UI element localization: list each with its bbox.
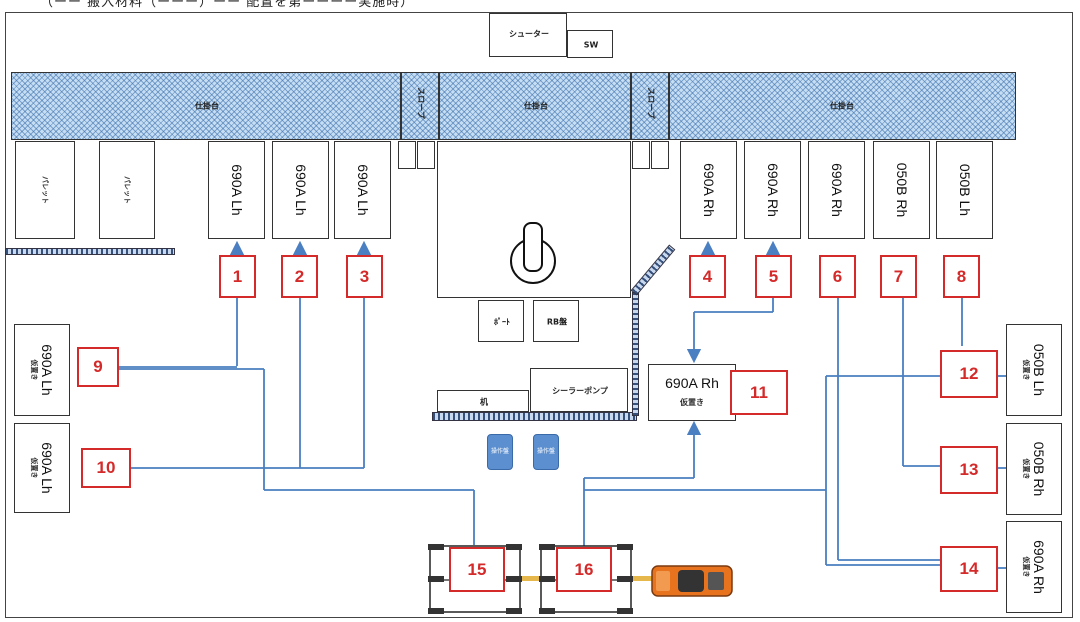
- staging-label: 仕掛台: [195, 101, 219, 111]
- shooter-label: シューター: [509, 29, 549, 39]
- staging-area-center: 仕掛台: [439, 72, 631, 140]
- port-box: ﾎﾟｰﾄ: [478, 300, 524, 342]
- sw-box: SW: [567, 30, 613, 58]
- pallet-2: パレット: [99, 141, 155, 239]
- rb-panel: RB盤: [533, 300, 579, 342]
- marker-7[interactable]: 7: [880, 255, 917, 298]
- staging-area-left: 仕掛台: [11, 72, 401, 140]
- marker-2[interactable]: 2: [281, 255, 318, 298]
- shooter-box: シューター: [489, 13, 567, 57]
- marker-12[interactable]: 12: [940, 350, 998, 398]
- rack-690a-rh-1: 690A Rh: [680, 141, 737, 239]
- slope-post: [398, 141, 416, 169]
- marker-13[interactable]: 13: [940, 446, 998, 494]
- staging-label: 仕掛台: [524, 101, 548, 111]
- sealer-pump: シーラーポンプ: [530, 368, 628, 412]
- slope-post: [651, 141, 669, 169]
- marker-9[interactable]: 9: [77, 347, 119, 387]
- marker-4[interactable]: 4: [689, 255, 726, 298]
- tow-link: [633, 576, 653, 581]
- slope-post: [632, 141, 650, 169]
- marker-8[interactable]: 8: [943, 255, 980, 298]
- forklift-icon: [651, 565, 733, 597]
- slope-post: [417, 141, 435, 169]
- rack-690a-lh-3: 690A Lh: [334, 141, 391, 239]
- layout-frame: [5, 12, 1073, 618]
- control-panel-b[interactable]: 操作盤: [533, 434, 559, 470]
- staging-area-right: 仕掛台: [669, 72, 1016, 140]
- marker-3[interactable]: 3: [346, 255, 383, 298]
- marker-10[interactable]: 10: [81, 448, 131, 488]
- rail-horizontal: [432, 412, 637, 421]
- conveyor-rail: [5, 248, 175, 255]
- rack-690a-rh-3: 690A Rh: [808, 141, 865, 239]
- header-clip: （ーー 搬入材料（ーーー）ーー 配置を第ーーーー実施時）: [40, 0, 415, 10]
- marker-14[interactable]: 14: [940, 546, 998, 592]
- marker-6[interactable]: 6: [819, 255, 856, 298]
- robot-icon: [510, 222, 556, 284]
- marker-16[interactable]: 16: [556, 547, 612, 592]
- rack-690a-lh-2: 690A Lh: [272, 141, 329, 239]
- slope-right: スロープ: [631, 72, 669, 140]
- marker-5[interactable]: 5: [755, 255, 792, 298]
- rack-050b-lh: 050B Lh: [936, 141, 993, 239]
- rack-690a-lh-1: 690A Lh: [208, 141, 265, 239]
- temp-690a-rh: 690A Rh 仮置き: [648, 364, 736, 421]
- rack-690a-rh-2: 690A Rh: [744, 141, 801, 239]
- control-panel-a[interactable]: 操作盤: [487, 434, 513, 470]
- marker-1[interactable]: 1: [219, 255, 256, 298]
- marker-11[interactable]: 11: [730, 370, 788, 415]
- rack-050b-rh: 050B Rh: [873, 141, 930, 239]
- tow-link: [522, 576, 540, 581]
- pallet-1: パレット: [15, 141, 75, 239]
- desk: 机: [437, 390, 529, 412]
- staging-label: 仕掛台: [830, 101, 854, 111]
- sw-label: SW: [583, 40, 599, 50]
- marker-15[interactable]: 15: [449, 547, 505, 592]
- slope-left: スロープ: [401, 72, 439, 140]
